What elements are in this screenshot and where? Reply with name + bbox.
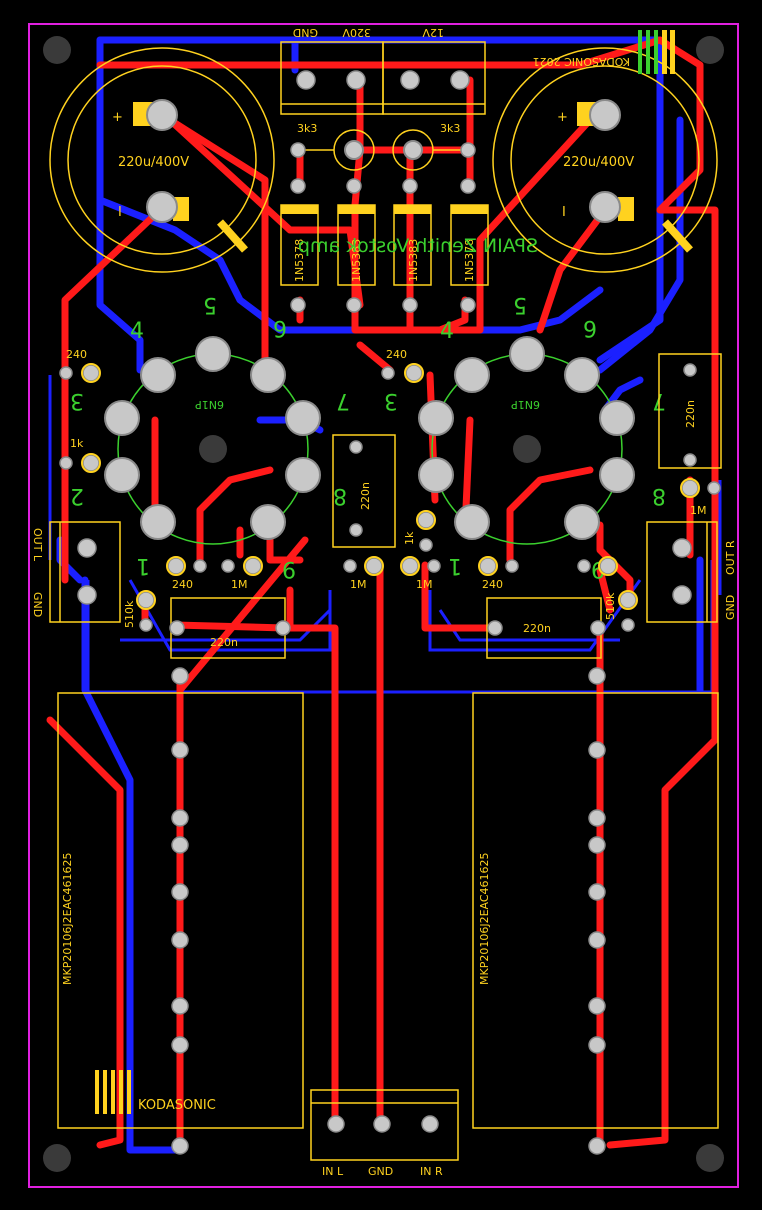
pin-1-right: 1 bbox=[448, 553, 462, 578]
film-caps bbox=[57, 692, 719, 1129]
pin-4-right: 4 bbox=[440, 319, 454, 344]
pin-4-left: 4 bbox=[130, 319, 144, 344]
r6-label: 1k bbox=[403, 531, 416, 545]
plus-mark-right: + bbox=[557, 110, 568, 125]
in-r-label: IN R bbox=[420, 1165, 443, 1178]
supply-gnd-label: GND bbox=[293, 26, 318, 39]
minus-mark-right: I bbox=[562, 205, 566, 220]
r4-label: 240 bbox=[386, 348, 407, 361]
supply-connectors bbox=[280, 41, 486, 115]
cap-left-label: 220u/400V bbox=[118, 155, 189, 170]
pin-7-left: 7 bbox=[336, 388, 350, 413]
brand-year-label: KODASONIC 2021 bbox=[533, 55, 630, 68]
in-l-label: IN L bbox=[322, 1165, 344, 1178]
board-title: SPAIN Zenith Vostok amp bbox=[298, 235, 538, 257]
diode-3-label: 1N5383 bbox=[407, 239, 420, 282]
pin-3-left: 3 bbox=[70, 388, 84, 413]
c3-label: 220n bbox=[523, 622, 551, 635]
pads-small bbox=[59, 70, 721, 1155]
bottom-copper-thin bbox=[48, 375, 722, 694]
out-r-gnd-label: GND bbox=[724, 595, 737, 620]
pin-1-left: 1 bbox=[136, 553, 150, 578]
output-connectors bbox=[49, 521, 718, 623]
diode-4-label: 1N5378 bbox=[463, 239, 476, 282]
r12-label: 510k bbox=[604, 592, 617, 620]
input-connector bbox=[310, 1089, 459, 1161]
pads-gold-rings bbox=[81, 363, 700, 610]
pin-8-left: 8 bbox=[333, 483, 347, 508]
brand-logo-top-gold bbox=[662, 30, 675, 74]
electrolytic-cap-left bbox=[49, 47, 275, 273]
pin-6-right: 6 bbox=[583, 315, 597, 340]
tube-right-label: 6N1P bbox=[511, 398, 540, 411]
r3-label: 240 bbox=[66, 348, 87, 361]
pads-large bbox=[104, 99, 635, 540]
r9-label: 1M bbox=[416, 578, 433, 591]
out-r-label: OUT R bbox=[724, 540, 737, 575]
pin-9-left: 9 bbox=[282, 556, 296, 581]
c4-label: 220n bbox=[684, 400, 697, 428]
pin-5-left: 5 bbox=[203, 292, 217, 317]
brand-logo-bottom bbox=[95, 1070, 131, 1114]
pin-5-right: 5 bbox=[513, 292, 527, 317]
diode-bands bbox=[281, 205, 488, 214]
c2-label: 220n bbox=[210, 636, 238, 649]
out-l-label: OUT L bbox=[31, 528, 44, 562]
electrolytic-cap-right bbox=[492, 47, 718, 273]
r14-label: 240 bbox=[482, 578, 503, 591]
pin-2-left: 2 bbox=[70, 483, 84, 508]
brand-label: KODASONIC bbox=[138, 1098, 216, 1113]
r7-label: 1M bbox=[231, 578, 248, 591]
diode-1-label: 1N5378 bbox=[293, 239, 306, 282]
cap-right-label: 220u/400V bbox=[563, 155, 634, 170]
r2-label: 3k3 bbox=[440, 122, 460, 135]
cap-right-minus-pad bbox=[618, 197, 634, 221]
tube-pin-numbers: 4 5 6 3 7 2 8 1 9 4 5 6 3 7 8 1 9 bbox=[70, 292, 666, 581]
r8-label: 1M bbox=[350, 578, 367, 591]
film-left-label: MKP20106J2EAC461625 bbox=[61, 852, 74, 985]
r13-label: 240 bbox=[172, 578, 193, 591]
cap-right-stripe bbox=[662, 219, 693, 253]
r11-label: 510k bbox=[123, 600, 136, 628]
bottom-copper bbox=[56, 36, 704, 1154]
supply-12v-label: 12V bbox=[422, 26, 444, 39]
diode-2-label: 1N5383 bbox=[350, 239, 363, 282]
supply-320v-label: 320V bbox=[342, 26, 371, 39]
pin-3-right: 3 bbox=[384, 388, 398, 413]
mounting-holes bbox=[43, 36, 724, 1172]
r1-label: 3k3 bbox=[297, 122, 317, 135]
film-right-label: MKP20106J2EAC461625 bbox=[478, 852, 491, 985]
board-outline bbox=[28, 23, 739, 1188]
pin-6-left: 6 bbox=[273, 315, 287, 340]
r5-label: 1k bbox=[70, 437, 84, 450]
plus-mark-left: + bbox=[112, 110, 123, 125]
pin-8-right: 8 bbox=[652, 483, 666, 508]
out-l-gnd-label: GND bbox=[31, 592, 44, 617]
c1-label: 220n bbox=[359, 482, 372, 510]
cap-left-stripe bbox=[217, 219, 248, 253]
resistor-rings bbox=[300, 129, 470, 171]
tube-left-label: 6N1P bbox=[195, 398, 224, 411]
minus-mark-left: I bbox=[118, 205, 122, 220]
r10-label: 1M bbox=[690, 504, 707, 517]
in-gnd-label: GND bbox=[368, 1165, 393, 1178]
brand-logo-top bbox=[638, 30, 658, 74]
